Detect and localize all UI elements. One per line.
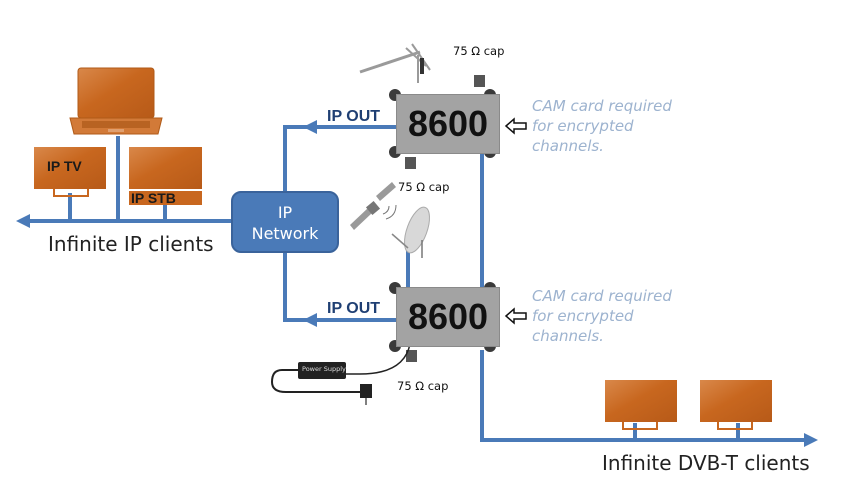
modulator-8600-top: 8600 [396, 94, 500, 154]
iptv-icon [34, 147, 106, 197]
device-model-bottom: 8600 [407, 296, 489, 337]
dvbt-tv-icon-1 [605, 380, 677, 430]
satellite-dish-icon [391, 206, 430, 258]
dvbt-clients-label: Infinite DVB-T clients [602, 451, 810, 475]
iptv-label: IP TV [47, 158, 82, 174]
cap-label-top: 75 Ω cap [453, 44, 505, 58]
power-supply-label: Power Supply [302, 365, 346, 373]
ip-network-line2: Network [251, 224, 319, 243]
cap-icon-bottom [406, 350, 417, 362]
ipstb-label: IP STB [131, 190, 176, 206]
ipstb-icon [129, 147, 202, 205]
cam-arrow-icon-top [504, 117, 527, 135]
cam-arrow-icon-bottom [504, 307, 527, 325]
ip-out-label-top: IP OUT [327, 108, 381, 125]
ip-out-label-bottom: IP OUT [327, 300, 381, 317]
cap-label-bottom: 75 Ω cap [397, 379, 449, 393]
ip-clients-label: Infinite IP clients [48, 232, 214, 256]
ip-network-node: IP Network [231, 191, 339, 253]
ip-out-line-top [283, 125, 396, 191]
cap-icon-middle [405, 157, 416, 169]
dvbt-tv-icon-2 [700, 380, 772, 430]
ip-bus [26, 125, 808, 442]
laptop-icon [69, 67, 163, 135]
cam-note-top: CAM card required for encrypted channels… [532, 97, 672, 155]
ip-out-line-bottom [283, 253, 396, 322]
ip-bus-arrow [16, 214, 30, 228]
modulator-8600-bottom: 8600 [396, 287, 500, 347]
cam-note-bottom: CAM card required for encrypted channels… [532, 287, 672, 345]
device-model-top: 8600 [407, 103, 489, 144]
dvbt-bus-arrow [804, 433, 818, 447]
ip-out-arrow-bottom [303, 313, 317, 327]
dvbt-bus-line [480, 350, 808, 442]
cap-icon-top [474, 75, 485, 87]
terrestrial-antenna-icon [359, 43, 431, 83]
ip-network-line1: IP [277, 203, 293, 222]
cap-label-middle: 75 Ω cap [398, 180, 450, 194]
ip-out-arrow-top [303, 120, 317, 134]
power-supply-icon [270, 343, 411, 405]
satellite-icon [350, 182, 397, 230]
